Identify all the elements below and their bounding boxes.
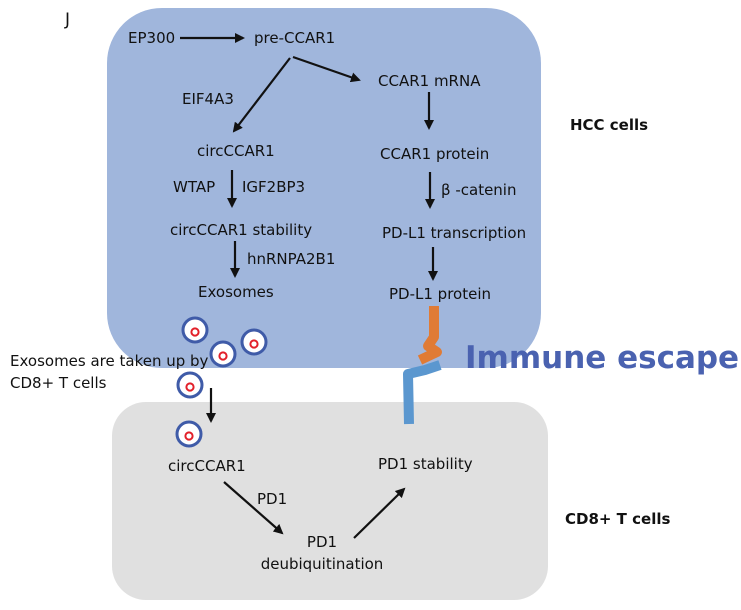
tcell-node-pd1-stability: PD1 stability [378,455,473,473]
arrow-pre-ccar1-to-ccar1-mrna [292,55,361,83]
panel-letter: J [65,10,71,30]
node-beta-catenin: β -catenin [441,181,517,199]
node-igf2bp3: IGF2BP3 [242,178,306,196]
node-wtap: WTAP [173,178,216,196]
exosome-uptake-note: Exosomes are taken up by CD8+ T cells [10,352,209,392]
exosome-vesicle-icon [240,328,268,356]
node-pdl1-protein: PD-L1 protein [389,285,491,303]
hcc-cells-label: HCC cells [570,116,649,134]
tcell-node-pd1-deubiquitination: PD1 deubiquitination [260,533,384,573]
tcell-node-pd1: PD1 [257,490,288,508]
node-pre-ccar1: pre-CCAR1 [254,29,336,47]
exosome-vesicle-icon [175,420,203,448]
node-ccar1-protein: CCAR1 protein [380,145,490,163]
arrow-pre-ccar1-to-circccar1 [232,57,291,133]
arrow-deubiquitination-to-pd1-stability [353,487,406,539]
node-circccar1: circCCAR1 [197,142,275,160]
node-pdl1-transcription: PD-L1 transcription [382,224,527,242]
immune-escape-label: Immune escape [465,340,740,376]
pdl1-ligand-icon [417,306,442,365]
node-ccar1-mrna: CCAR1 mRNA [378,72,481,90]
arrow-circccar1-to-deubiquitination [223,481,284,535]
exosome-vesicle-icon [209,340,237,368]
t-cell-box [112,402,548,600]
tcell-node-circccar1: circCCAR1 [168,457,246,475]
cd8-t-cells-label: CD8+ T cells [565,510,671,528]
node-eif4a3: EIF4A3 [182,90,234,108]
node-ep300: EP300 [128,29,176,47]
exosome-vesicle-icon [176,371,204,399]
node-circccar1-stability: circCCAR1 stability [170,221,313,239]
pd1-receptor-icon [403,360,442,425]
node-exosomes: Exosomes [198,283,274,301]
node-hnrnpa2b1: hnRNPA2B1 [247,250,336,268]
exosome-vesicle-icon [181,316,209,344]
